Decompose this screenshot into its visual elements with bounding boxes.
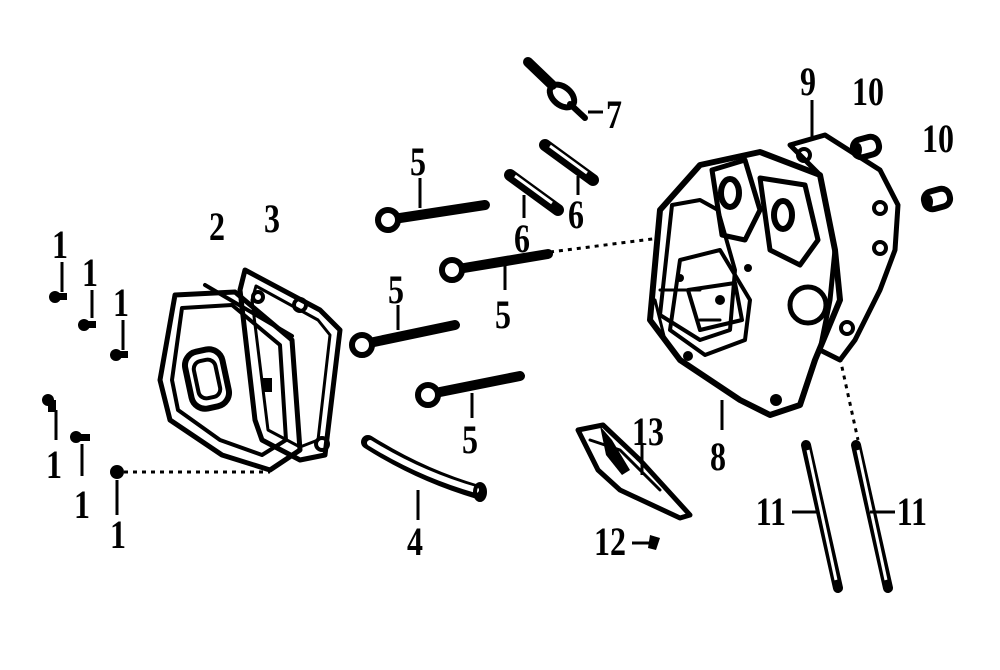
studs (504, 139, 599, 218)
callout-6a: 6 (514, 217, 530, 261)
callout-1d: 1 (46, 443, 62, 487)
callout-4: 4 (407, 520, 423, 564)
callout-12: 12 (594, 520, 626, 564)
callout-1b: 1 (82, 251, 98, 295)
callout-11a: 11 (756, 490, 786, 534)
callout-7: 7 (606, 93, 622, 137)
callout-10a: 10 (852, 70, 884, 114)
cover-gasket (237, 267, 343, 463)
deflector (575, 422, 693, 521)
callout-2: 2 (209, 205, 225, 249)
callout-1c: 1 (113, 281, 129, 325)
callout-1e: 1 (74, 483, 90, 527)
callout-9: 9 (800, 60, 816, 104)
breather-tube (361, 435, 487, 520)
callout-10b: 10 (922, 117, 954, 161)
callout-5b: 5 (495, 293, 511, 337)
callout-11b: 11 (897, 490, 927, 534)
dowel-pins (849, 133, 954, 213)
push-rods (792, 440, 895, 593)
callout-1f: 1 (110, 513, 126, 557)
spark-plug (523, 57, 603, 121)
cylinder-head (647, 149, 843, 430)
callout-3: 3 (264, 197, 280, 241)
callout-13: 13 (632, 410, 664, 454)
callout-labels: 1 1 1 1 1 1 2 3 4 5 5 5 5 6 6 7 8 9 10 1… (46, 60, 954, 564)
head-gasket (787, 100, 901, 441)
callout-5a: 5 (410, 140, 426, 184)
callout-8: 8 (710, 435, 726, 479)
screw (632, 535, 660, 550)
callout-5c: 5 (388, 268, 404, 312)
callout-1a: 1 (52, 223, 68, 267)
bolt-group-1 (42, 262, 270, 515)
valve-cover (157, 283, 303, 473)
head-bolts (349, 178, 661, 418)
callout-5d: 5 (462, 418, 478, 462)
callout-6b: 6 (568, 193, 584, 237)
